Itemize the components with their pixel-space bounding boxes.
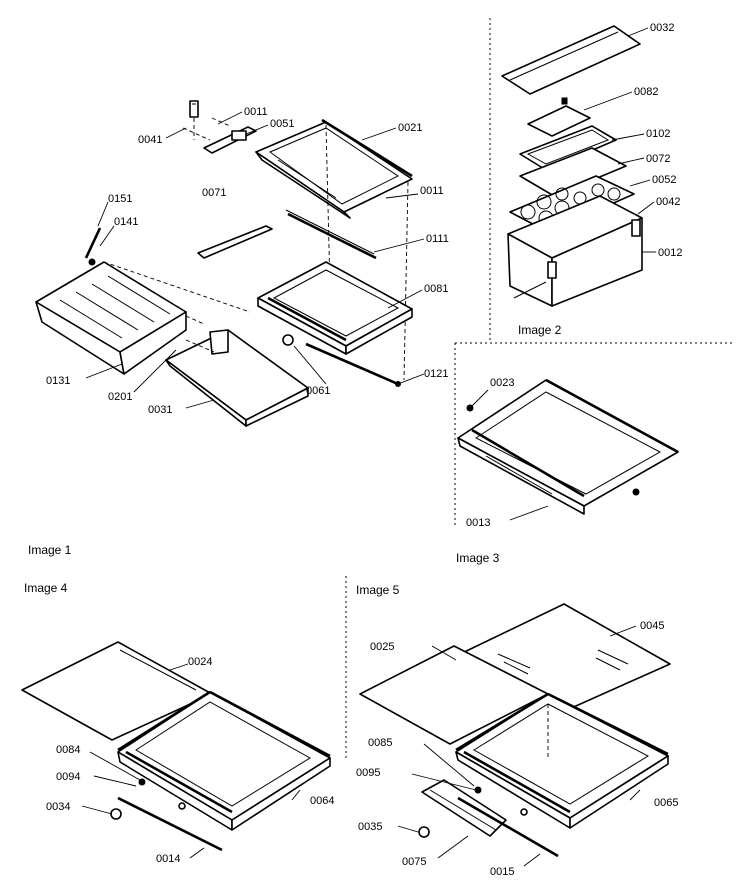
bin-0012 [507,195,643,307]
image-5-assembly [359,603,671,867]
tray-0072 [519,147,627,197]
label-0012: 0012 [658,247,682,259]
label-0011-lower: 0011 [420,185,444,197]
image-2-assembly [501,25,656,307]
rail-0014 [117,796,223,852]
image-4-assembly [21,641,331,859]
label-0084: 0084 [56,744,80,756]
label-0085: 0085 [368,737,392,749]
image-3-assembly [457,378,679,521]
image-captions: Image 1 Image 2 Image 3 Image 4 Image 5 [24,323,562,597]
label-0014: 0014 [156,853,180,865]
frame-0064 [117,690,331,831]
label-0025: 0025 [370,641,394,653]
rod-0121 [305,342,399,386]
label-0034: 0034 [46,801,70,813]
lid-0032 [501,25,641,95]
image-1-assembly [35,100,425,427]
label-0021: 0021 [398,122,422,134]
caption-image-1: Image 1 [28,543,72,557]
label-0111: 0111 [426,233,449,245]
frame-0081 [257,261,413,355]
rail-0111 [287,212,377,260]
panel-0071 [197,225,273,259]
label-0024: 0024 [188,656,212,668]
label-0075: 0075 [402,856,426,868]
label-0081: 0081 [424,283,448,295]
label-0072: 0072 [646,153,670,165]
label-0011-upper: 0011 [244,106,268,118]
label-0015: 0015 [490,866,514,878]
frame-0102 [519,125,617,171]
label-0051: 0051 [270,118,294,130]
frame-0065 [455,692,669,829]
label-0141: 0141 [114,216,138,228]
label-0082: 0082 [634,86,658,98]
pivot-0061 [282,334,294,346]
label-0121: 0121 [424,368,448,380]
cover-0082 [527,105,591,137]
rail-0015 [457,796,559,858]
caption-image-2: Image 2 [518,323,562,337]
bracket-0041 [182,100,211,141]
label-0041: 0041 [138,134,162,146]
pan-0031 [165,329,309,427]
part-labels: 0011 0041 0051 0021 0011 0071 0111 0151 … [46,22,682,878]
trim-0075 [421,779,507,837]
label-0095: 0095 [356,767,380,779]
caption-image-3: Image 3 [456,551,500,565]
label-0023: 0023 [490,377,514,389]
label-0052: 0052 [652,174,676,186]
label-0013: 0013 [466,517,490,529]
label-0065: 0065 [654,797,678,809]
label-0064: 0064 [310,795,334,807]
hinge-bracket-0051 [203,117,257,154]
label-0045: 0045 [640,620,664,632]
label-0131: 0131 [46,375,70,387]
label-0032: 0032 [650,22,674,34]
drawer-0131 [35,261,251,375]
label-0031: 0031 [148,404,172,416]
label-0094: 0094 [56,771,80,783]
label-0071: 0071 [202,187,226,199]
caption-image-4: Image 4 [24,581,68,595]
shelf-0021 [255,118,413,219]
caption-image-5: Image 5 [356,583,400,597]
label-0061: 0061 [306,385,330,397]
label-0042: 0042 [656,196,680,208]
label-0102: 0102 [646,128,670,140]
label-0035: 0035 [358,821,382,833]
label-0151: 0151 [108,193,132,205]
label-0201: 0201 [108,391,132,403]
